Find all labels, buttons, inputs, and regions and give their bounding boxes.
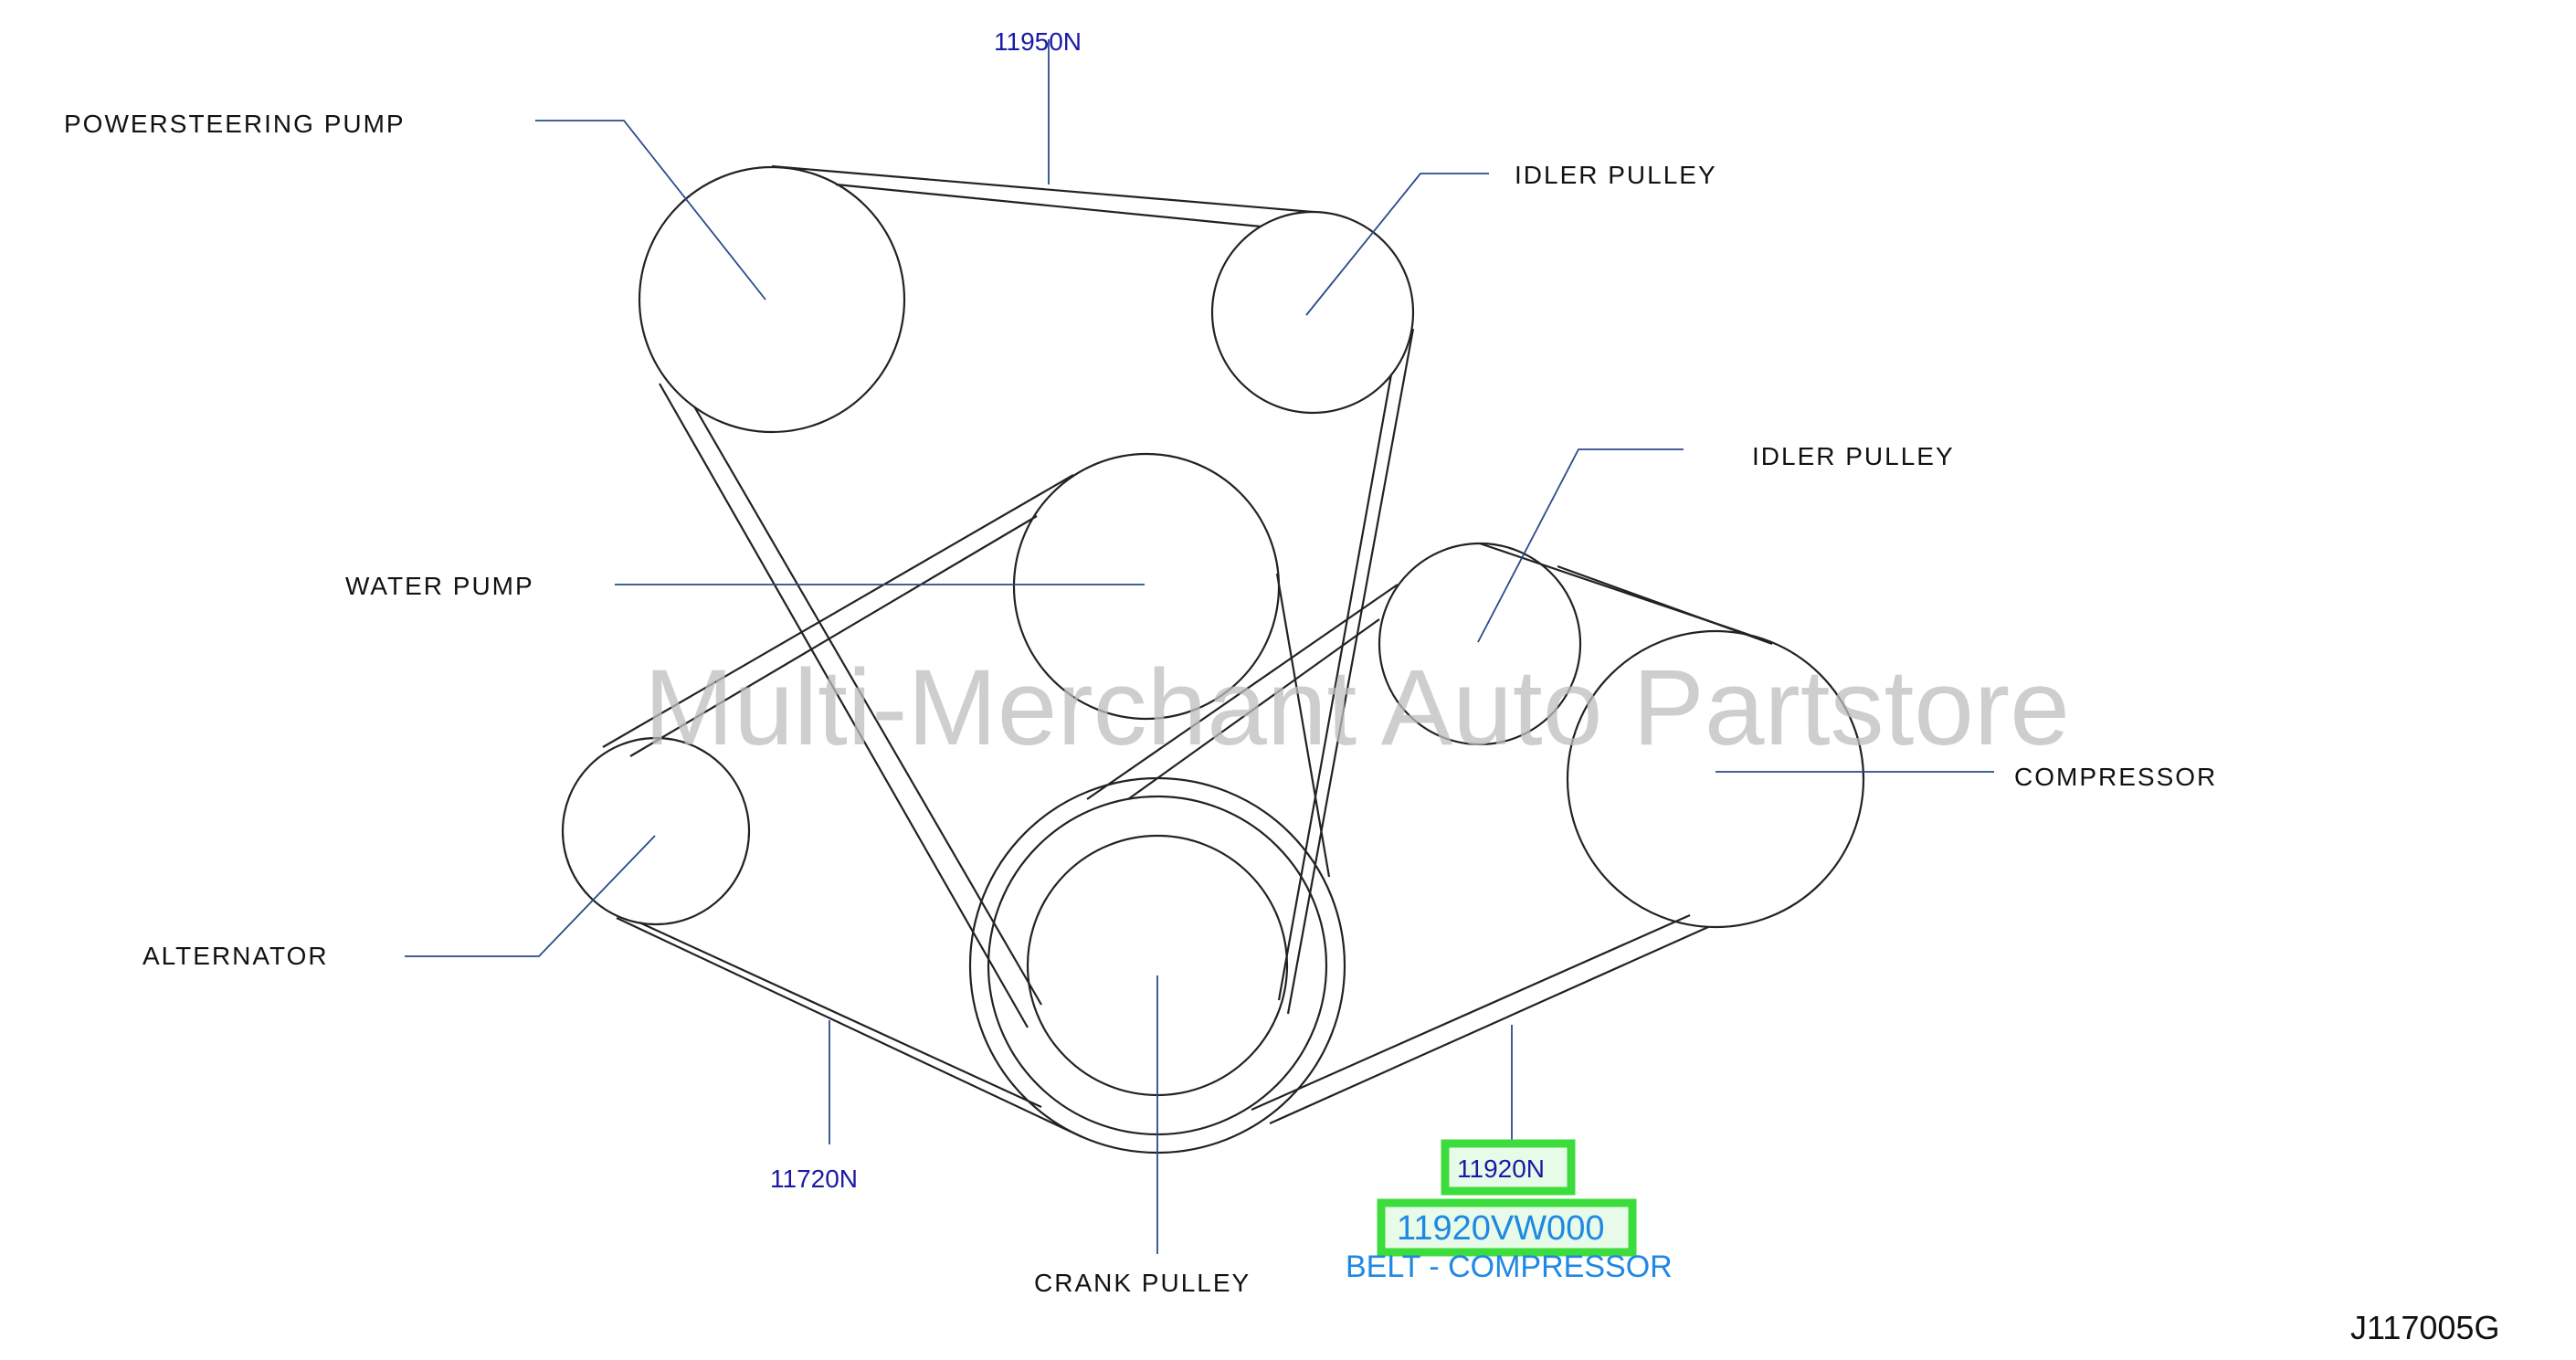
label-crank-pulley: CRANK PULLEY [1034,1269,1251,1297]
label-powersteering-pump: POWERSTEERING PUMP [64,110,406,138]
powersteering-pump-pulley [638,165,906,434]
leader-idler-top [1305,173,1489,316]
highlight-box-11920n [1441,1139,1576,1196]
compressor-pulley [1566,629,1865,929]
watermark: Multi-Merchant Auto Partstore [644,648,2070,768]
leader-powersteering [535,120,766,300]
label-alternator: ALTERNATOR [143,942,329,970]
leader-alternator [405,835,656,957]
label-water-pump: WATER PUMP [345,572,534,600]
part-number-11720n[interactable]: 11720N [770,1165,858,1193]
alternator-pulley [561,736,751,926]
idler-pulley-top [1210,210,1415,415]
label-idler-pulley-top: IDLER PULLEY [1515,161,1717,189]
diagram-code: J117005G [2350,1309,2499,1346]
part-number-11950n[interactable]: 11950N [994,27,1082,56]
highlight-description[interactable]: BELT - COMPRESSOR [1346,1249,1673,1284]
belt-11720n [602,474,1331,1138]
highlight-part-code[interactable]: 11920VW000 [1397,1209,1604,1248]
belt-11920n [1086,542,1773,1125]
label-idler-pulley-right: IDLER PULLEY [1752,442,1955,470]
leader-idler-right [1477,448,1684,643]
part-number-11920n[interactable]: 11920N [1457,1154,1545,1183]
label-compressor: COMPRESSOR [2014,763,2217,791]
highlight-box-part-code [1377,1198,1637,1257]
belt-11950n [659,164,1415,1028]
